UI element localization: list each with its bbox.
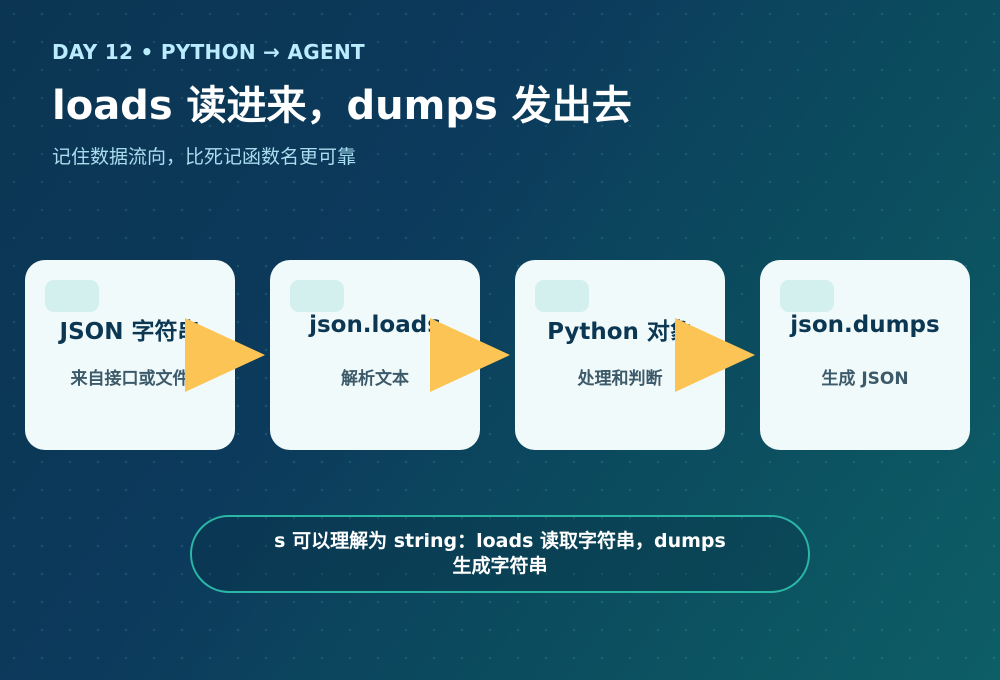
flow-card-json-dumps: json.dumps 生成 JSON [760,260,970,450]
card-title: Python 对象 [547,319,693,345]
card-chip-icon [45,280,99,312]
header: DAY 12 • PYTHON → AGENT loads 读进来，dumps … [52,40,632,169]
card-description: 处理和判断 [577,369,663,389]
card-title: json.dumps [790,312,940,338]
data-flow: JSON 字符串 来自接口或文件 json.loads 解析文本 Python … [25,260,975,450]
flow-arrow-icon [430,318,510,392]
page-title: loads 读进来，dumps 发出去 [52,83,632,129]
card-title: JSON 字符串 [59,319,201,345]
flow-card-python-object: Python 对象 处理和判断 [515,260,725,450]
page-subtitle: 记住数据流向，比死记函数名更可靠 [52,146,357,168]
eyebrow-label: DAY 12 • PYTHON → AGENT [52,40,365,64]
note-text: s 可以理解为 string：loads 读取字符串，dumps 生成字符串 [274,530,726,577]
card-chip-icon [290,280,344,312]
card-description: 解析文本 [341,369,409,389]
flow-arrow-icon [185,318,265,392]
flow-arrow-icon [675,318,755,392]
card-chip-icon [780,280,834,312]
card-description: 生成 JSON [821,369,909,389]
card-chip-icon [535,280,589,312]
card-title: json.loads [309,312,441,338]
note-pill: s 可以理解为 string：loads 读取字符串，dumps 生成字符串 [190,515,810,593]
card-description: 来自接口或文件 [70,369,190,389]
